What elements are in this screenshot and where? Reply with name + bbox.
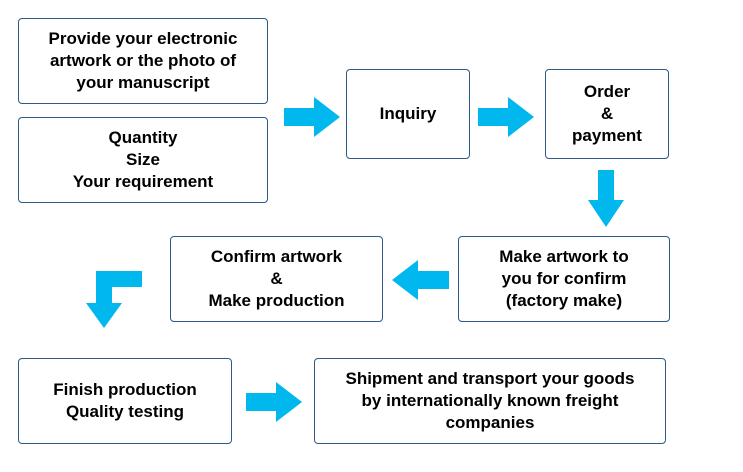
step-text-line: Your requirement [72, 172, 214, 191]
step-text-line: (factory make) [505, 291, 623, 310]
step-text-line: by internationally known freight [361, 391, 619, 410]
make-artwork-step-box: Make artwork to you for confirm (factory m… [458, 236, 670, 322]
arrow-to-finish-production [86, 271, 142, 328]
step-text-line: Make production [208, 291, 345, 310]
inquiry-step-box: Inquiry [346, 69, 470, 159]
step-text-line: & [270, 269, 283, 288]
step-text-line: Finish production [53, 380, 197, 399]
step-text-line: Confirm artwork [210, 247, 343, 266]
arrow-to-shipment [246, 382, 302, 422]
step-text-line: artwork or the photo of [49, 51, 237, 70]
step-text-line: your manuscript [76, 73, 210, 92]
step-text-line: companies [445, 413, 535, 432]
step-text-line: payment [572, 126, 642, 145]
step-text-line: & [600, 104, 614, 123]
arrow-to-make-artwork [588, 170, 624, 227]
arrow-to-confirm-artwork [392, 260, 449, 300]
step-text-line: Shipment and transport your goods [345, 369, 635, 388]
arrow-to-order [478, 97, 534, 137]
artwork-step-box: Provide your electronic artwork or the ph… [18, 18, 268, 104]
step-text-line: Quality testing [65, 402, 185, 421]
shipment-step-box: Shipment and transport your goods by inte… [314, 358, 666, 444]
confirm-artwork-step-box: Confirm artwork & Make production [170, 236, 383, 322]
step-text-line: Provide your electronic [48, 29, 238, 48]
order-payment-step-box: Order & payment [545, 69, 669, 159]
step-text-line: Order [583, 82, 631, 101]
step-text-line: Inquiry [379, 104, 437, 123]
step-text-line: Quantity [108, 128, 178, 147]
step-text-line: you for confirm [501, 269, 627, 288]
step-text-line: Size [125, 150, 161, 169]
arrow-to-inquiry [284, 97, 340, 137]
step-text-line: Make artwork to [499, 247, 629, 266]
